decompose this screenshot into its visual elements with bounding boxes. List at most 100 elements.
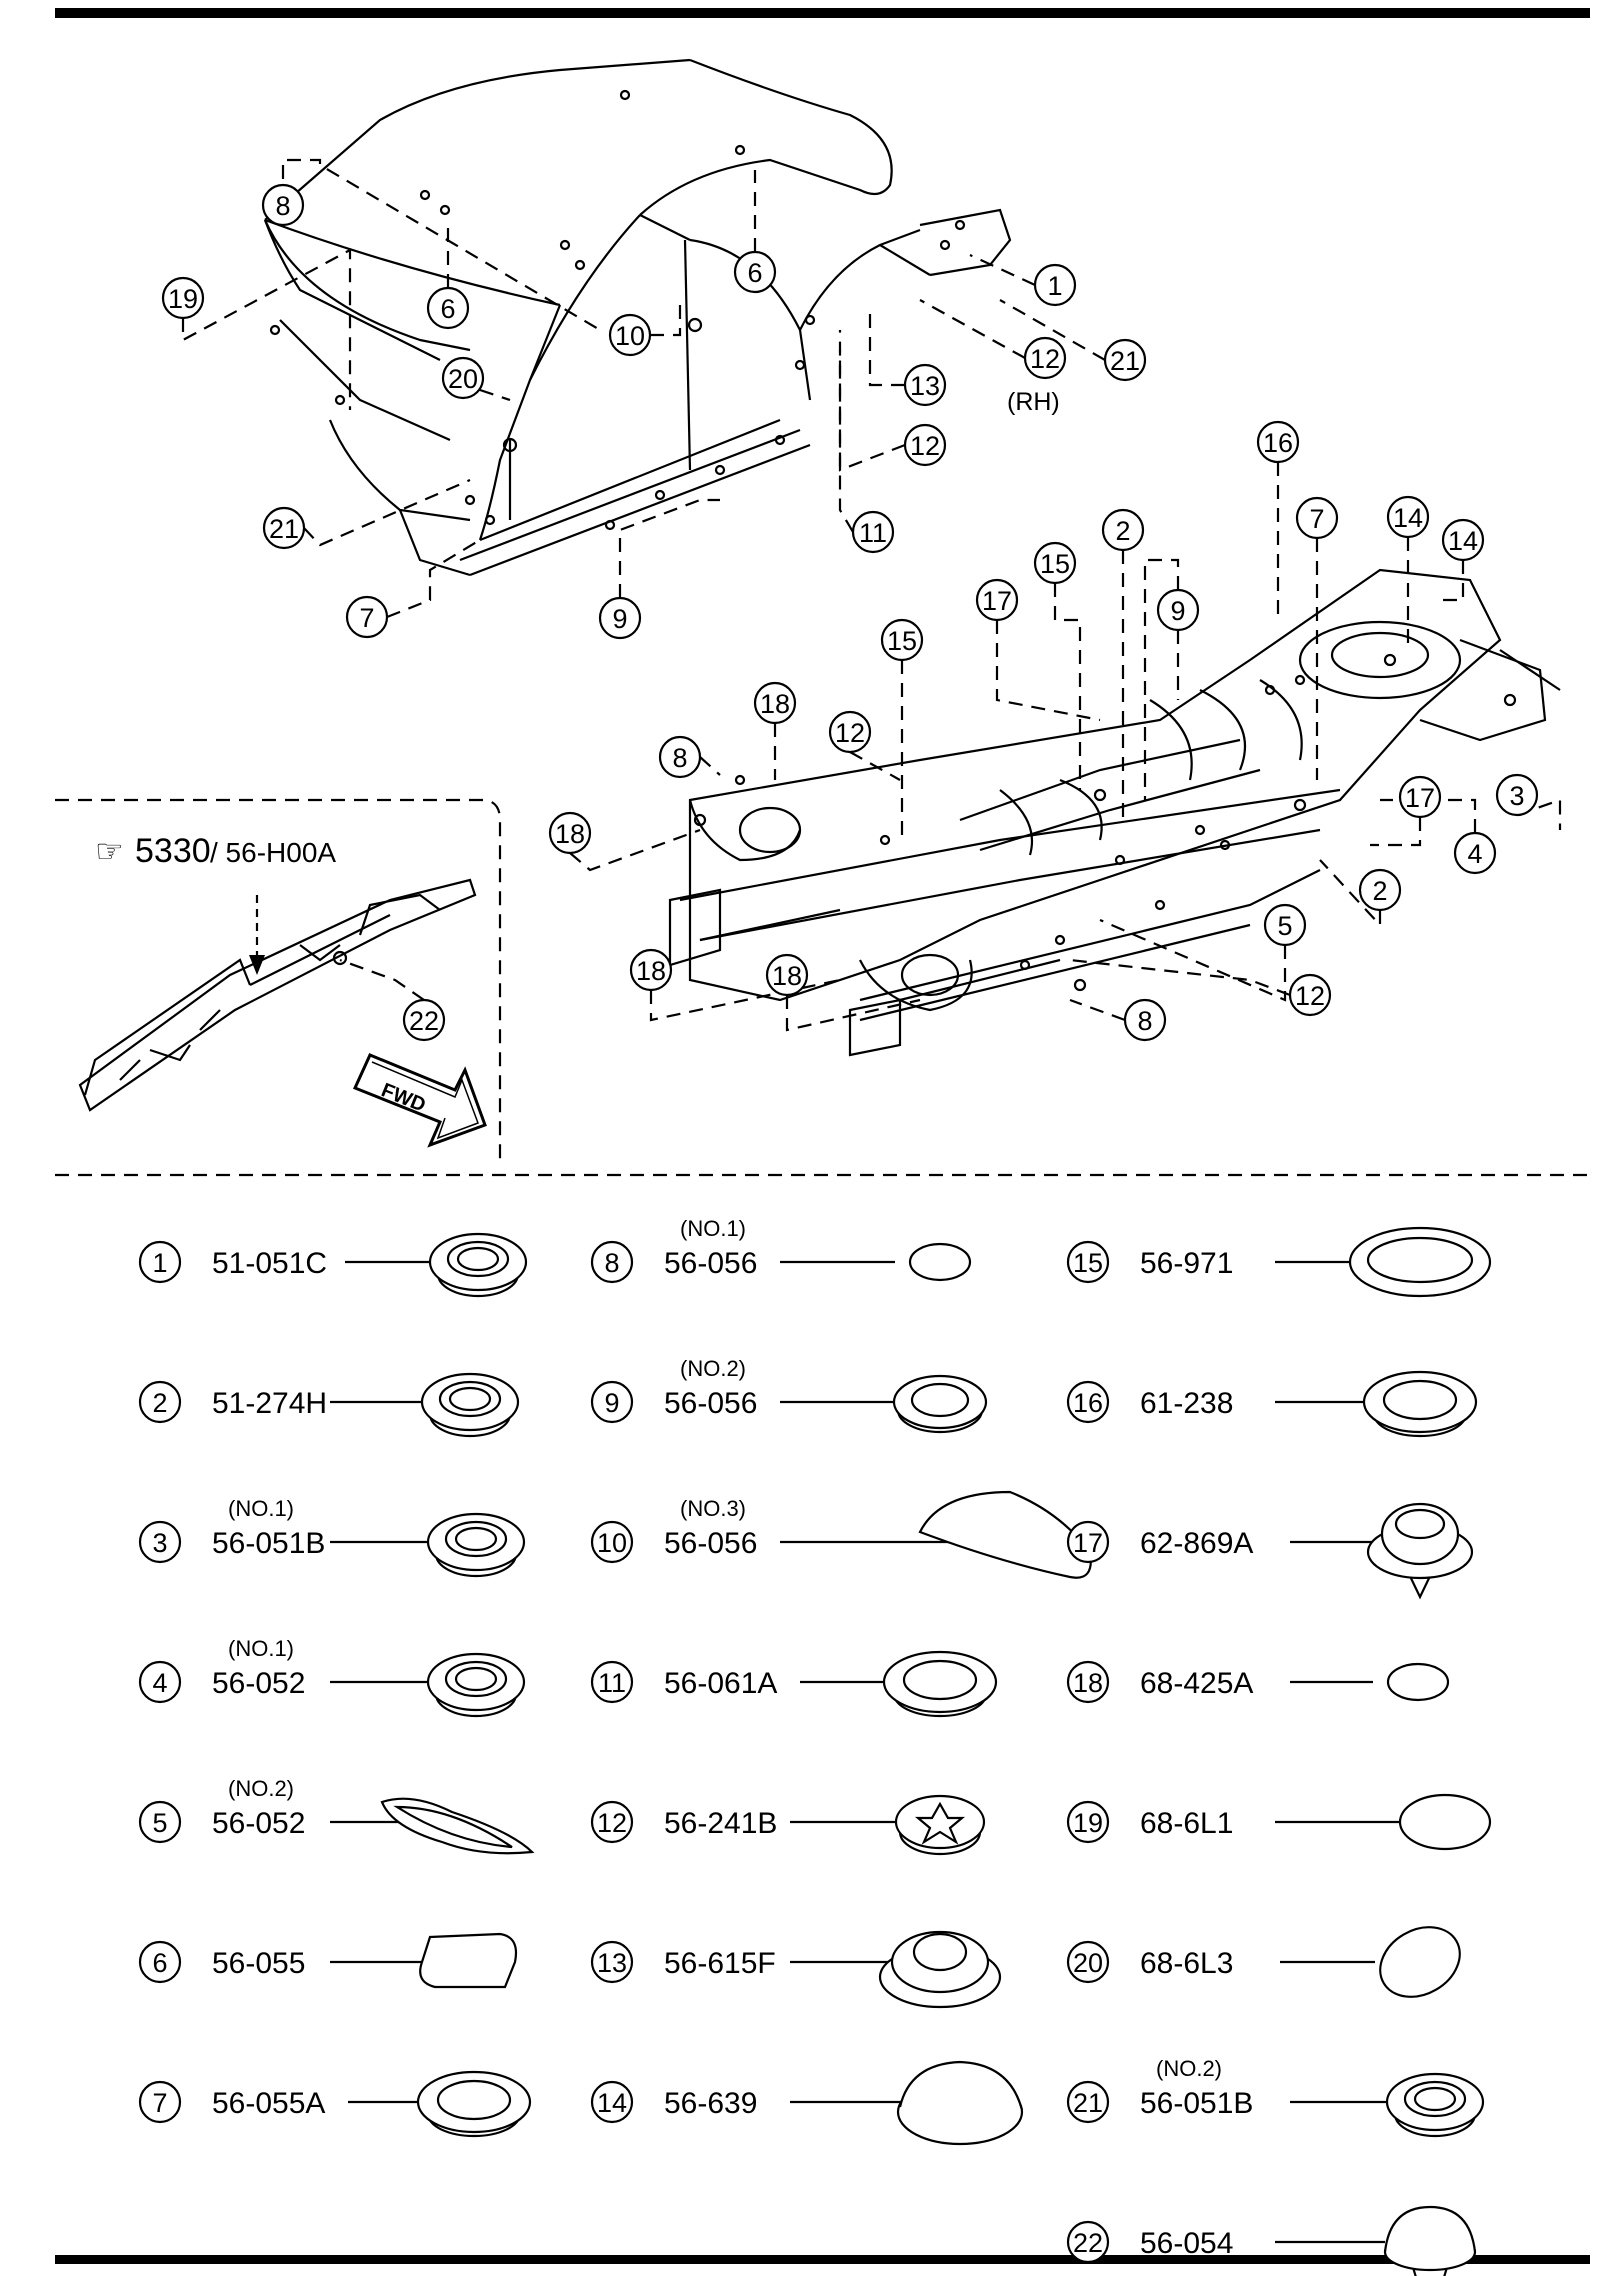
callout-number: 8 — [672, 743, 687, 773]
callout-circle — [1023, 336, 1067, 380]
callout-number: 18 — [555, 819, 585, 849]
bottom-rule — [55, 2255, 1590, 2264]
legend-number: 13 — [597, 1948, 627, 1978]
reference-arrowhead — [249, 955, 265, 975]
legend-number: 20 — [1073, 1948, 1103, 1978]
leader-line — [479, 388, 511, 402]
part-shape — [1394, 1508, 1446, 1540]
legend-number: 2 — [152, 1388, 167, 1418]
legend-number-circle — [1066, 1240, 1110, 1284]
callout-circle — [903, 363, 947, 407]
part-number: 56-055 — [212, 1947, 305, 1980]
part-number: 56-971 — [1140, 1247, 1233, 1280]
part-note: (NO.1) — [228, 1636, 294, 1661]
callout-number: 14 — [1448, 526, 1478, 556]
leader-line — [1053, 583, 1082, 790]
callout-number: 12 — [1030, 344, 1060, 374]
callout-circle — [1358, 868, 1402, 912]
callout-7: 7 — [345, 595, 389, 639]
legend-number: 12 — [597, 1808, 627, 1838]
leader-line — [650, 305, 682, 337]
legend-number-circle — [138, 1240, 182, 1284]
callout-number: 6 — [440, 294, 455, 324]
part-shape — [448, 1386, 492, 1412]
part-shape — [1398, 1793, 1492, 1851]
callout-8: 8 — [1123, 998, 1167, 1042]
reference-symbol-icon: ☞ — [95, 833, 124, 869]
leader-line — [386, 539, 481, 619]
callout-circle — [548, 811, 592, 855]
part-note: (NO.1) — [680, 1216, 746, 1241]
legend-number: 10 — [597, 1528, 627, 1558]
leader-line — [1069, 958, 1291, 997]
part-number: 68-6L3 — [1140, 1947, 1233, 1980]
callout-circle — [733, 250, 777, 294]
legend-number: 19 — [1073, 1808, 1103, 1838]
callout-number: 3 — [1509, 781, 1524, 811]
callout-number: 22 — [409, 1006, 439, 1036]
callout-9: 9 — [598, 596, 642, 640]
part-shape — [454, 1666, 498, 1692]
leader-line — [303, 478, 471, 547]
callout-circle — [975, 578, 1019, 622]
callout-number: 12 — [1295, 981, 1325, 1011]
legend-row-8: 8 56-056 (NO.1) — [590, 1216, 972, 1284]
callout-circle — [828, 710, 872, 754]
frame-rail-drawing — [78, 878, 477, 1112]
callout-circle — [345, 595, 389, 639]
legend-number-circle — [1066, 1520, 1110, 1564]
part-number: 56-056 — [664, 1387, 757, 1420]
part-note: (NO.2) — [228, 1776, 294, 1801]
part-number: 51-051C — [212, 1247, 327, 1280]
legend-number: 9 — [604, 1388, 619, 1418]
part-number: 68-425A — [1140, 1667, 1253, 1700]
callout-circle — [903, 423, 947, 467]
part-shape — [902, 1659, 978, 1701]
callout-number: 7 — [1309, 504, 1324, 534]
callout-circle — [658, 735, 702, 779]
part-shape — [918, 1490, 1092, 1579]
underbody-floor-drawing — [668, 568, 1561, 1057]
leader-line — [868, 310, 905, 387]
rh-label: (RH) — [1007, 388, 1060, 416]
callout-circle — [1033, 263, 1077, 307]
part-shape — [908, 1242, 972, 1282]
legend-number: 1 — [152, 1248, 167, 1278]
legend-number: 8 — [604, 1248, 619, 1278]
callout-circle — [608, 313, 652, 357]
leader-line — [339, 958, 425, 1001]
legend-number: 14 — [597, 2088, 627, 2118]
callout-number: 21 — [269, 514, 299, 544]
callout-circle — [1103, 338, 1147, 382]
leader-line — [785, 995, 921, 1032]
callout-10: 10 — [608, 313, 652, 357]
callout-13: 13 — [903, 363, 947, 407]
callout-4: 4 — [1453, 831, 1497, 875]
callout-12: 12 — [828, 710, 872, 754]
part-number: 56-061A — [664, 1667, 777, 1700]
callout-2: 2 — [1101, 508, 1145, 552]
legend-row-20: 20 68-6L3 — [1066, 1926, 1461, 1998]
leader-line — [1319, 859, 1382, 928]
callout-14: 14 — [1441, 518, 1485, 562]
part-shape — [1379, 1926, 1461, 1998]
callout-number: 17 — [1405, 783, 1435, 813]
callout-circle — [851, 510, 895, 554]
callout-number: 14 — [1393, 503, 1423, 533]
callout-circle — [1453, 831, 1497, 875]
part-number: 56-056 — [664, 1247, 757, 1280]
callout-circle — [1101, 508, 1145, 552]
callout-12: 12 — [1023, 336, 1067, 380]
legend-number-circle — [590, 2080, 634, 2124]
part-shape — [393, 1805, 513, 1849]
leader-line — [849, 751, 901, 781]
